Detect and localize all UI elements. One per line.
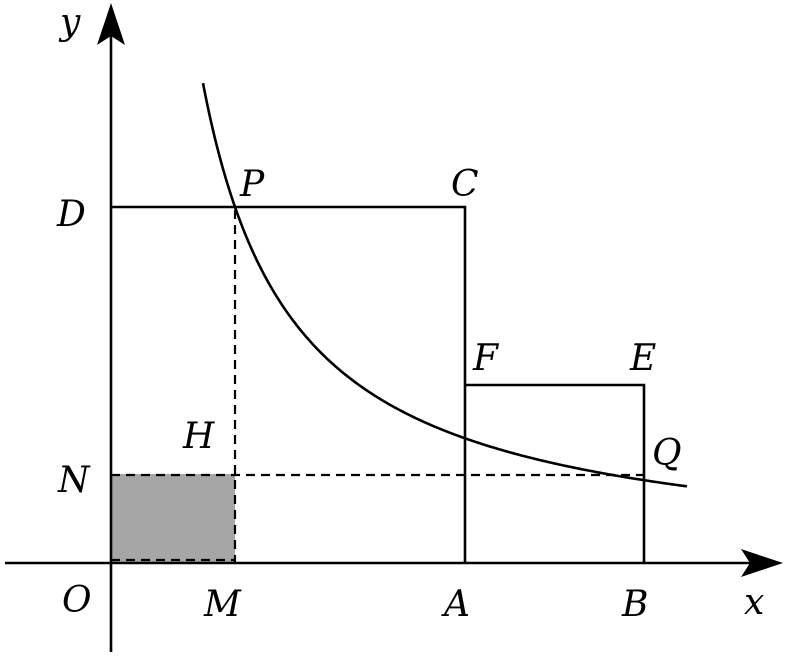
square-oacd	[111, 205, 467, 563]
square-afeb	[465, 383, 646, 563]
shaded-rectangle-omhn	[111, 474, 235, 562]
y-axis-arrowhead	[97, 3, 125, 45]
label-q: Q	[652, 433, 682, 474]
label-f: F	[472, 338, 500, 379]
label-b: B	[621, 584, 648, 625]
label-h: H	[182, 416, 215, 457]
hyperbola-curve	[201, 82, 688, 488]
label-x-axis: x	[744, 582, 764, 623]
label-y-axis: y	[58, 2, 81, 43]
label-a: A	[441, 584, 470, 625]
label-d: D	[56, 194, 86, 235]
label-n: N	[57, 460, 91, 501]
label-p: P	[239, 164, 265, 205]
label-m: M	[203, 584, 242, 625]
x-axis-arrowhead	[741, 549, 783, 577]
label-o: O	[62, 580, 92, 621]
label-e: E	[629, 338, 656, 379]
label-c: C	[451, 164, 479, 205]
